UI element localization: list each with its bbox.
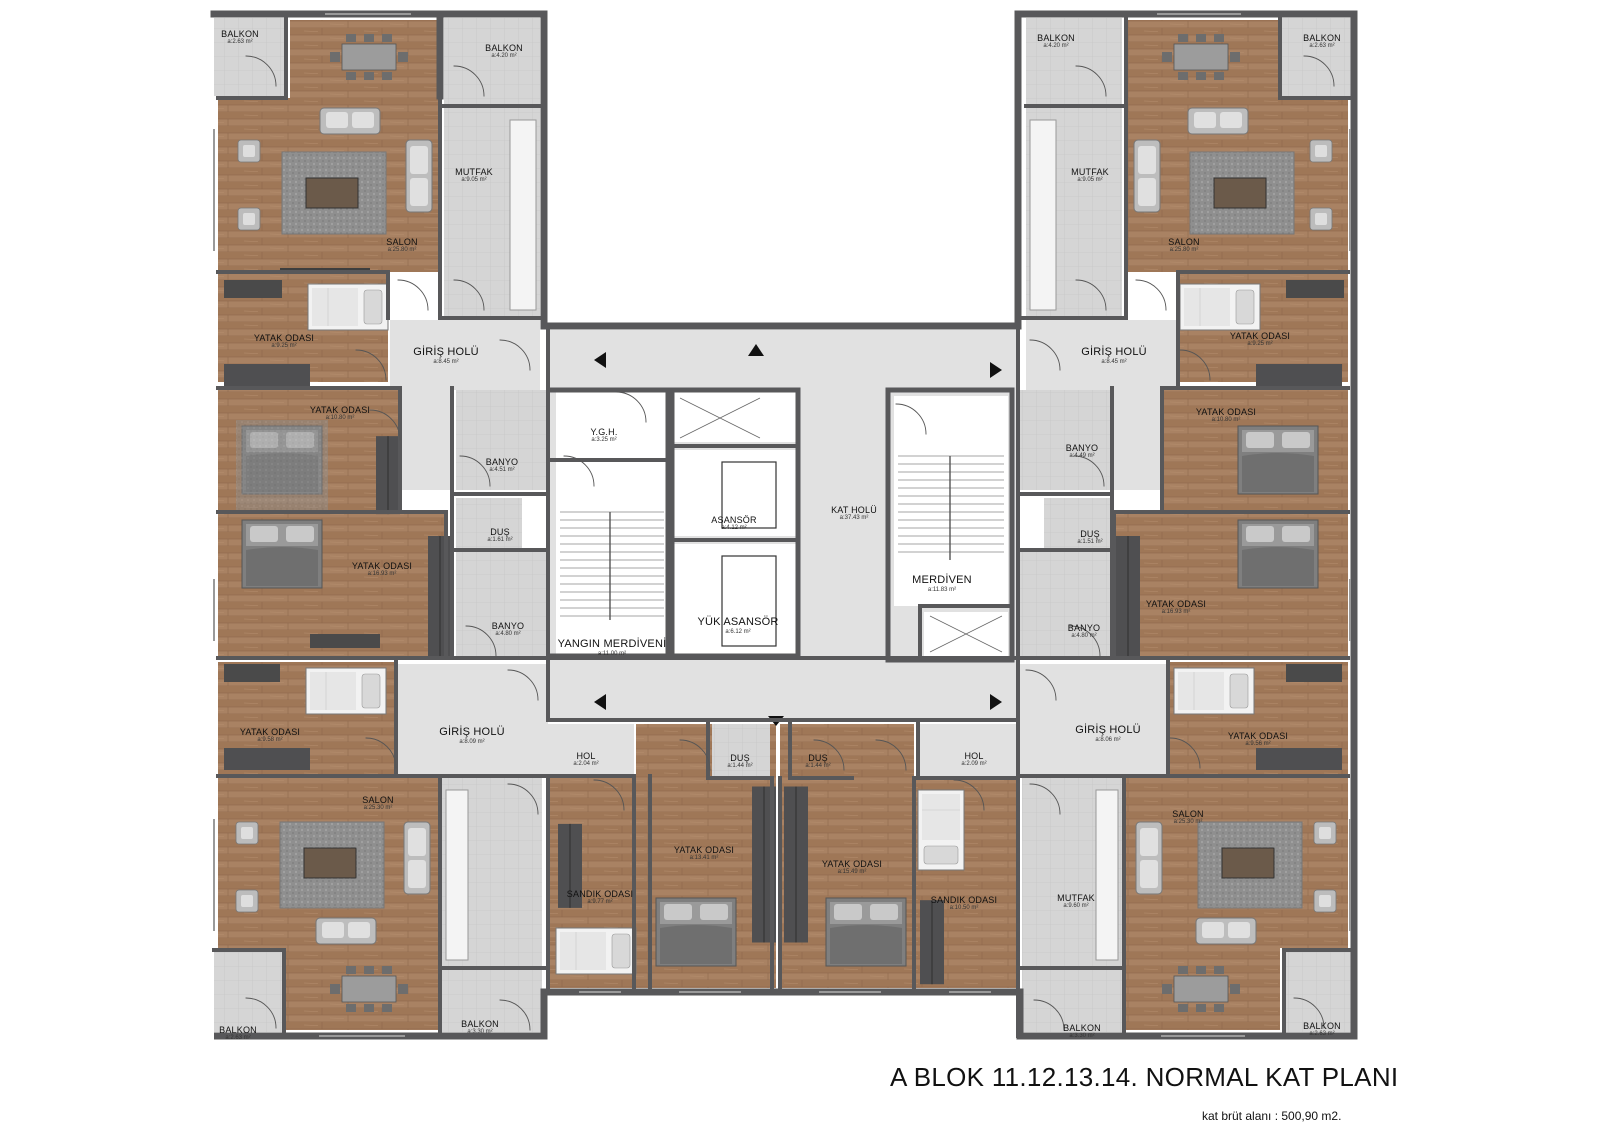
- sw-kitchen-counter: [445, 789, 469, 961]
- se-wardrobe-1: [783, 785, 809, 944]
- walls: [210, 10, 1358, 1040]
- ne-loveseat: [1187, 107, 1249, 135]
- ne-sofa: [1133, 139, 1161, 213]
- nw-dus-area: [456, 498, 522, 548]
- merdiven-stairs: [898, 455, 1004, 560]
- ne-armchair-2: [1309, 207, 1333, 231]
- nw-dresser-1: [224, 364, 310, 386]
- nw-desk-2: [310, 634, 380, 648]
- ne-balkon1-area: [1026, 18, 1122, 106]
- sw-giris-area: [398, 664, 548, 776]
- nw-single-bed-1: [307, 283, 389, 331]
- yangin-stairs: [560, 511, 664, 620]
- asansor-area: [674, 450, 796, 536]
- se-loveseat: [1195, 917, 1257, 945]
- asansor-shaft-top: [674, 392, 796, 442]
- se-dresser-1: [1256, 748, 1342, 770]
- se-single-bed: [917, 789, 965, 871]
- se-balkon2-area: [1284, 952, 1354, 1032]
- ne-armchair-1: [1309, 139, 1333, 163]
- ne-wardrobe-2: [1115, 535, 1141, 657]
- se-hol-area: [918, 724, 1018, 776]
- nw-sofa: [405, 139, 433, 213]
- sw-coffee-table: [303, 847, 357, 879]
- nw-banyo2-area: [456, 552, 546, 656]
- nw-armchair-1: [237, 139, 261, 163]
- plan-subtitle: kat brüt alanı : 500,90 m2.: [1202, 1109, 1342, 1123]
- ne-giris-area: [1026, 320, 1176, 390]
- sw-armchair-2: [235, 889, 259, 913]
- se-sofa: [1135, 821, 1163, 895]
- sw-single-bed-1: [305, 667, 387, 715]
- shaft-x-top: [679, 397, 761, 439]
- se-coffee-table: [1221, 847, 1275, 879]
- se-double-bed: [825, 897, 907, 967]
- ne-banyo1-area: [1020, 390, 1110, 490]
- sw-sofa: [403, 821, 431, 895]
- yangin-merdiveni-area: [556, 460, 668, 656]
- sw-single-bed-2: [555, 927, 637, 975]
- se-balkon1-area: [1022, 970, 1122, 1032]
- shaft-x-bottom: [929, 615, 1003, 653]
- sw-loveseat: [315, 917, 377, 945]
- sw-balkon1-area: [214, 952, 284, 1032]
- nw-armchair-2: [237, 207, 261, 231]
- sw-balkon2-area: [442, 970, 542, 1032]
- nw-giris2-area: [400, 390, 450, 490]
- plan-title: A BLOK 11.12.13.14. NORMAL KAT PLANI: [890, 1062, 1399, 1092]
- ne-coffee-table: [1213, 177, 1267, 209]
- nw-balkon1-area: [214, 18, 286, 96]
- nw-balkon2-area: [444, 18, 540, 106]
- sw-hol-area: [548, 724, 634, 776]
- ne-dus-area: [1044, 498, 1110, 548]
- sw-desk-1: [224, 664, 280, 682]
- ne-balkon2-area: [1282, 18, 1354, 96]
- nw-wardrobe-2: [427, 535, 453, 657]
- ne-dresser-1: [1256, 364, 1342, 386]
- se-wardrobe-2: [919, 899, 945, 985]
- merdiven-area: [894, 396, 1008, 606]
- se-single-bed-2: [1173, 667, 1255, 715]
- sw-armchair-1: [235, 821, 259, 845]
- sw-dresser-1: [224, 748, 310, 770]
- nw-rug-2: [236, 420, 328, 510]
- ne-giris2-area: [1110, 390, 1160, 490]
- nw-coffee-table: [305, 177, 359, 209]
- yuk-asansor-area: [674, 544, 796, 654]
- sw-wardrobe-1: [557, 823, 583, 909]
- se-giris-area: [1018, 664, 1168, 776]
- asansor-car: [721, 461, 777, 529]
- yuk-asansor-car: [721, 555, 777, 647]
- nw-giris-area: [390, 320, 540, 390]
- se-kitchen-counter: [1095, 789, 1119, 961]
- nw-wardrobe-1: [375, 435, 401, 515]
- ne-rug: [1189, 151, 1295, 235]
- nw-double-bed-2: [241, 519, 323, 589]
- ne-desk-1: [1286, 280, 1344, 298]
- sw-dus-area: [712, 724, 770, 776]
- ne-single-bed-1: [1179, 283, 1261, 331]
- ne-kitchen-counter: [1029, 119, 1057, 311]
- se-desk-1: [1286, 664, 1342, 682]
- sw-double-bed: [655, 897, 737, 967]
- ne-double-bed-2: [1237, 519, 1319, 589]
- ne-double-bed-1: [1237, 425, 1319, 495]
- ne-banyo2-area: [1020, 552, 1110, 656]
- nw-banyo1-area: [456, 390, 546, 490]
- nw-kitchen-counter: [509, 119, 537, 311]
- ygh-area: [556, 390, 668, 460]
- se-armchair-1: [1313, 821, 1337, 845]
- nw-loveseat: [319, 107, 381, 135]
- se-armchair-2: [1313, 889, 1337, 913]
- nw-desk-1: [224, 280, 282, 298]
